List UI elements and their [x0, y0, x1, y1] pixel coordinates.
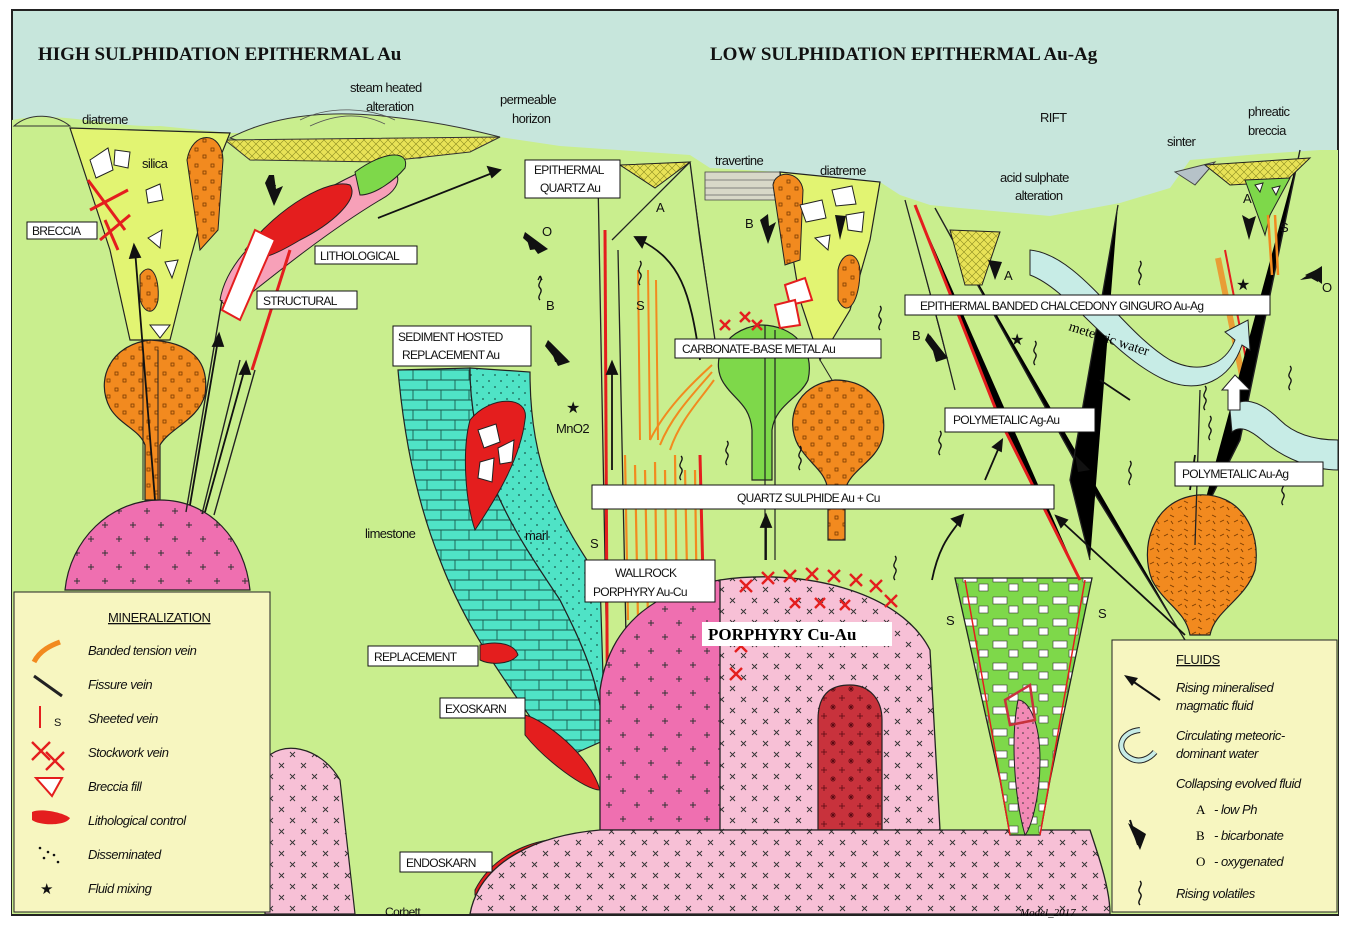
title-high-sulphidation: HIGH SULPHIDATION EPITHERMAL Au [38, 44, 402, 65]
label-phreatic-2: breccia [1248, 123, 1287, 138]
label-rift: RIFT [1040, 110, 1067, 125]
letter-b-left: B [546, 298, 555, 313]
box-quartz-sulphide: QUARTZ SULPHIDE Au + Cu [592, 485, 1054, 509]
fluids-circ-1: Circulating meteoric- [1176, 728, 1286, 743]
svg-text:S: S [54, 717, 61, 729]
svg-text:REPLACEMENT Au: REPLACEMENT Au [402, 348, 499, 362]
svg-text:SEDIMENT HOSTED: SEDIMENT HOSTED [398, 330, 504, 344]
legend-item-sheeted: Sheeted vein [88, 711, 158, 726]
legend-mineralization: MINERALIZATION S ★ Banded tension vein F… [14, 592, 270, 912]
box-polymetallic-ag-au: POLYMETALIC Ag-Au [945, 408, 1095, 432]
svg-text:EPITHERMAL: EPITHERMAL [534, 163, 605, 177]
box-replacement: REPLACEMENT [368, 646, 478, 666]
legend-fluids-heading: FLUIDS [1176, 652, 1221, 667]
label-corbett: Corbett [385, 905, 421, 919]
label-silica: silica [142, 156, 169, 171]
letter-b-mid: B [745, 216, 754, 231]
label-acid-1: acid sulphate [1000, 170, 1069, 185]
fluids-b-text: - bicarbonate [1214, 828, 1284, 843]
label-steam-heated-1: steam heated [350, 80, 422, 95]
legend-item-fluid-mixing: Fluid mixing [88, 881, 153, 896]
svg-text:WALLROCK: WALLROCK [615, 566, 677, 580]
svg-text:REPLACEMENT: REPLACEMENT [374, 650, 458, 664]
svg-text:ENDOSKARN: ENDOSKARN [406, 856, 476, 870]
fluids-o-text: - oxygenated [1214, 854, 1284, 869]
box-breccia: BRECCIA [27, 222, 97, 239]
label-model: Model_2017 [1019, 907, 1076, 919]
fluids-volatiles: Rising volatiles [1176, 886, 1256, 901]
fluids-rising-2: magmatic fluid [1176, 698, 1254, 713]
box-sediment-hosted: SEDIMENT HOSTED REPLACEMENT Au [393, 326, 531, 366]
letter-a-far: A [1243, 191, 1252, 206]
fluids-o-letter: O [1196, 854, 1205, 869]
legend-item-disseminated: Disseminated [88, 847, 162, 862]
box-lithological: LITHOLOGICAL [315, 246, 417, 264]
fluids-rising-1: Rising mineralised [1176, 680, 1274, 695]
legend-fluids: FLUIDS Rising mineralised magmatic fluid… [1112, 640, 1337, 912]
fluid-mixing-icon: ★ [40, 881, 53, 898]
legend-item-fissure: Fissure vein [88, 677, 152, 692]
bottom-pink-intrusion [470, 830, 1110, 914]
legend-item-banded: Banded tension vein [88, 643, 197, 658]
svg-text:QUARTZ SULPHIDE Au + Cu: QUARTZ SULPHIDE Au + Cu [737, 491, 880, 505]
legend-item-stockwork: Stockwork vein [88, 745, 169, 760]
letter-s-cone-left: S [946, 613, 955, 628]
box-exoskarn: EXOSKARN [440, 698, 525, 718]
letter-o-left: O [542, 224, 552, 239]
legend-item-breccia: Breccia fill [88, 779, 143, 794]
svg-text:LITHOLOGICAL: LITHOLOGICAL [320, 249, 400, 263]
svg-text:EPITHERMAL BANDED CHALCEDONY G: EPITHERMAL BANDED CHALCEDONY GINGURO Au-… [920, 299, 1203, 313]
label-diatreme-right: diatreme [820, 163, 866, 178]
box-epithermal-quartz: EPITHERMAL QUARTZ Au [525, 160, 620, 198]
letter-o-far: O [1322, 280, 1332, 295]
letter-s-far: S [1280, 220, 1289, 235]
legend-mineralization-heading: MINERALIZATION [108, 610, 211, 625]
label-permeable-1: permeable [500, 92, 556, 107]
svg-text:POLYMETALIC Au-Ag: POLYMETALIC Au-Ag [1182, 467, 1288, 481]
letter-s-center: S [636, 298, 645, 313]
porphyry-dark-core [818, 685, 882, 830]
box-carbonate-base-metal: CARBONATE-BASE METAL Au [675, 339, 881, 358]
letter-a-right: A [1004, 268, 1013, 283]
letter-s-lower: S [590, 536, 599, 551]
fluids-a-text: - low Ph [1214, 802, 1257, 817]
box-endoskarn: ENDOSKARN [400, 852, 492, 872]
box-polymetallic-au-ag: POLYMETALIC Au-Ag [1175, 462, 1323, 486]
label-steam-heated-2: alteration [366, 99, 414, 114]
label-travertine: travertine [715, 153, 764, 168]
title-low-sulphidation: LOW SULPHIDATION EPITHERMAL Au-Ag [710, 44, 1098, 65]
svg-text:QUARTZ Au: QUARTZ Au [540, 181, 600, 195]
svg-text:BRECCIA: BRECCIA [32, 224, 81, 238]
travertine-block [705, 172, 780, 200]
svg-text:EXOSKARN: EXOSKARN [445, 702, 506, 716]
label-sinter: sinter [1167, 134, 1196, 149]
svg-text:CARBONATE-BASE METAL Au: CARBONATE-BASE METAL Au [682, 342, 835, 356]
svg-text:★: ★ [1236, 277, 1250, 294]
label-permeable-2: horizon [512, 111, 551, 126]
letter-s-cone-right: S [1098, 606, 1107, 621]
label-porphyry: PORPHYRY Cu-Au [708, 625, 856, 644]
label-limestone: limestone [365, 526, 416, 541]
fluids-collapse: Collapsing evolved fluid [1176, 776, 1302, 791]
box-wallrock-porphyry: WALLROCK PORPHYRY Au-Cu [585, 560, 715, 602]
letter-a-left: A [656, 200, 665, 215]
label-acid-2: alteration [1015, 188, 1063, 203]
box-chalcedony: EPITHERMAL BANDED CHALCEDONY GINGURO Au-… [905, 295, 1270, 315]
svg-text:PORPHYRY Au-Cu: PORPHYRY Au-Cu [593, 585, 687, 599]
fluids-b-letter: B [1196, 828, 1205, 843]
box-structural: STRUCTURAL [257, 291, 357, 309]
label-diatreme-left: diatreme [82, 112, 128, 127]
legend-item-lithological: Lithological control [88, 813, 187, 828]
letter-b-right: B [912, 328, 921, 343]
label-mno2: MnO2 [556, 421, 589, 436]
label-phreatic-1: phreatic [1248, 104, 1291, 119]
svg-text:STRUCTURAL: STRUCTURAL [263, 294, 338, 308]
label-marl: marl [525, 528, 549, 543]
svg-text:★: ★ [566, 400, 580, 417]
svg-text:★: ★ [1010, 332, 1024, 349]
svg-text:POLYMETALIC Ag-Au: POLYMETALIC Ag-Au [953, 413, 1059, 427]
fluids-a-letter: A [1196, 802, 1206, 817]
fluids-circ-2: dominant water [1176, 746, 1259, 761]
